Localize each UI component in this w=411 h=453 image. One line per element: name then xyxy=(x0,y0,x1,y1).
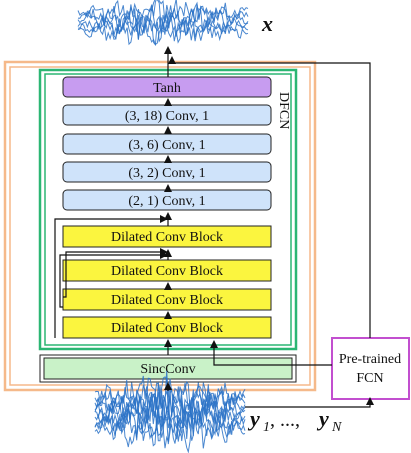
dilated-conv-block-2 xyxy=(62,259,272,282)
input-y1-symbol: y xyxy=(247,406,260,431)
input-yn-subscript: N xyxy=(331,420,342,435)
conv-3-18-label: (3, 18) Conv, 1 xyxy=(125,109,209,124)
pretrained-fcn-box xyxy=(331,337,410,400)
wave-out-strand xyxy=(77,13,249,47)
wave-in-strand xyxy=(94,406,246,453)
pretrained-line-2: FCN xyxy=(356,371,383,386)
sincconv-block xyxy=(43,357,293,380)
conv-3-6-label: (3, 6) Conv, 1 xyxy=(128,138,205,153)
sdfcn-outer-frame-inner-line xyxy=(9,66,311,386)
wave-out-strand xyxy=(77,5,249,35)
conv-2-1-label: (2, 1) Conv, 1 xyxy=(128,194,205,209)
dfcn-label: DFCN xyxy=(276,92,291,129)
output-waveform xyxy=(77,0,249,47)
pretrained-line-1: Pre-trained xyxy=(339,352,401,367)
tanh-block xyxy=(62,76,272,98)
wave-in-strand xyxy=(94,397,246,442)
input-separator: , ..., xyxy=(270,409,300,431)
wave-out-strand xyxy=(77,8,249,40)
dilated-conv-block-2-label: Dilated Conv Block xyxy=(111,264,223,279)
input-y1-subscript: 1 xyxy=(263,420,270,435)
arrow-pretrained-to-output xyxy=(168,56,371,338)
skip-connection-middle xyxy=(59,251,168,308)
skip-connection-outer xyxy=(54,215,168,338)
output-symbol-x: x xyxy=(261,11,273,36)
input-yn-symbol: y xyxy=(316,406,329,431)
dilated-conv-block-3-label: Dilated Conv Block xyxy=(111,293,223,308)
skip-connection-inner xyxy=(63,248,168,298)
input-waveform xyxy=(94,370,246,453)
dilated-conv-block-1-label: Dilated Conv Block xyxy=(111,230,223,245)
dilated-conv-block-1 xyxy=(62,225,272,248)
arrow-pretrained-to-dilated-4 xyxy=(210,340,332,366)
tanh-label: Tanh xyxy=(153,81,181,96)
conv-3-2-label: (3, 2) Conv, 1 xyxy=(128,166,205,181)
arrow-input-to-pretrained xyxy=(245,397,374,408)
sincconv-label: SincConv xyxy=(140,362,195,377)
conv-3-6-block xyxy=(62,133,272,155)
wave-in-strand xyxy=(94,393,246,437)
dilated-conv-block-4-label: Dilated Conv Block xyxy=(111,321,223,336)
wave-out-strand xyxy=(77,16,249,46)
